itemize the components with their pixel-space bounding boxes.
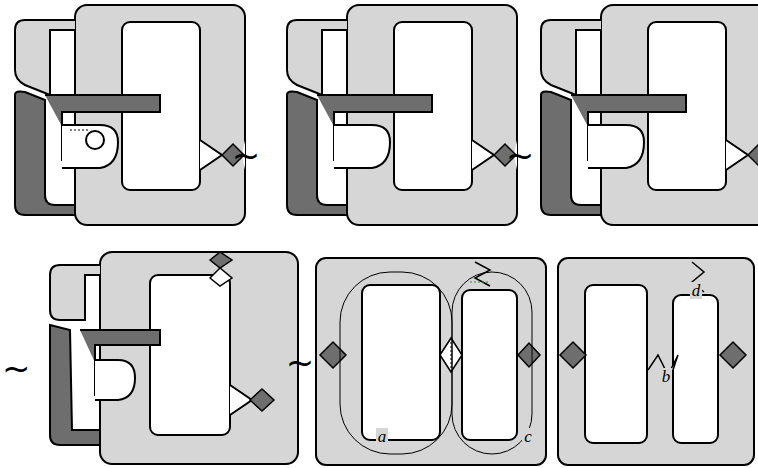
surface-part [86,131,104,149]
equivalence-sign: ~ [2,351,31,385]
surface-part [287,5,517,225]
surface-part [316,258,546,465]
surface-part [440,338,462,372]
surface-part [541,5,758,225]
surface-part [462,290,517,440]
curve-label: a [376,428,389,445]
surface-part [451,338,452,372]
curve-label: b [660,368,673,385]
surface-part [558,258,754,465]
equivalence-sign: ~ [286,345,315,379]
surface-part [585,285,647,443]
surface-part [50,252,298,464]
surface-part [673,295,718,443]
surface-part [50,265,100,320]
surface-part [150,275,230,435]
surface-part [230,385,252,415]
surface-part [470,282,488,283]
surface-part [15,5,245,225]
surface-part [558,258,754,465]
surface-part [316,258,546,465]
equivalence-sign: ~ [232,138,261,172]
surface-part [720,342,746,368]
surface-part [518,343,540,367]
surface-part [560,342,586,368]
equivalence-sign: ~ [506,138,535,172]
surface-part [210,252,232,268]
surface-part [100,252,298,464]
surface-part [210,268,232,286]
surface-part [95,360,135,400]
surface-part [362,285,440,440]
surface-part [452,272,532,454]
curve-label: c [522,428,534,445]
surface-part [340,272,452,454]
surface-part [250,389,274,411]
surface-part [70,130,88,131]
curve-label: d [690,282,703,299]
surface-part [320,342,346,368]
